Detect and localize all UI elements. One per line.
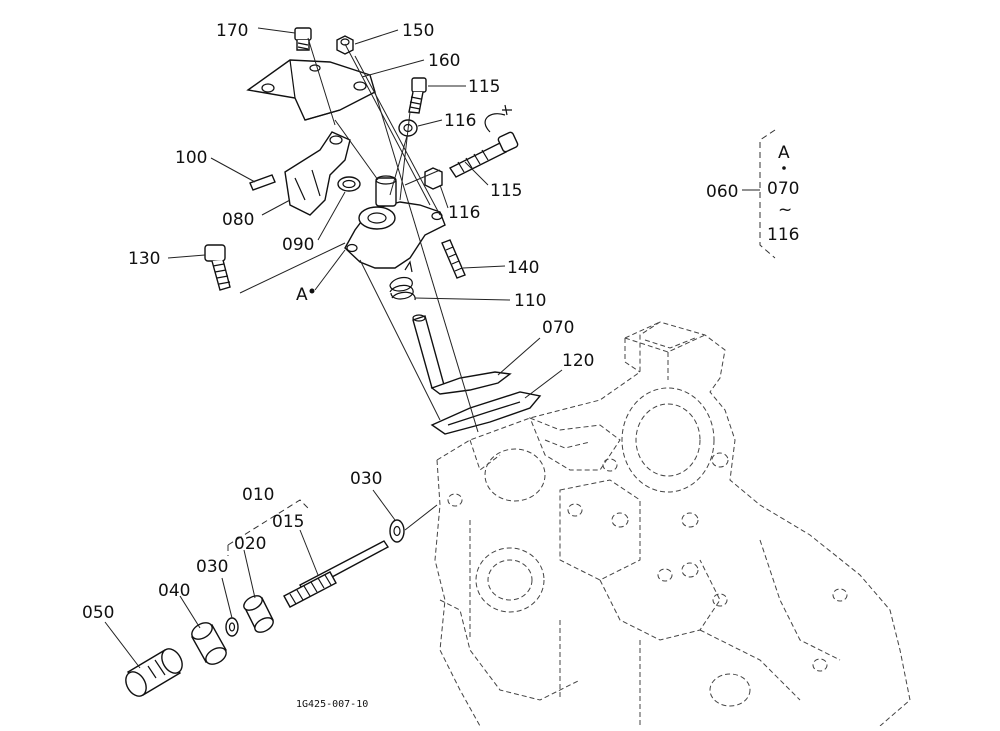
label-130: 130	[128, 249, 160, 269]
group-legend-060: A 070 ~ 116	[767, 143, 799, 245]
label-100: 100	[175, 148, 207, 168]
legend-116: 116	[767, 225, 799, 245]
label-140: 140	[507, 258, 539, 278]
label-115-upper: 115	[468, 77, 500, 97]
bolt-115-upper	[408, 77, 427, 114]
shaft-070	[412, 314, 512, 395]
label-110: 110	[514, 291, 546, 311]
legend-070: 070	[767, 179, 799, 199]
label-080: 080	[222, 210, 254, 230]
label-060: 060	[706, 182, 738, 202]
group-bracket-060	[759, 129, 776, 259]
label-050: 050	[82, 603, 114, 623]
label-170: 170	[216, 21, 248, 41]
part-number-labels: 170 150 160 115 116 115 116 100 080 090 …	[82, 21, 738, 623]
governor-housing	[344, 175, 446, 269]
sleeve-040	[191, 622, 227, 665]
label-020: 020	[234, 534, 266, 554]
point-a-dot	[309, 288, 315, 294]
label-070: 070	[542, 318, 574, 338]
clip-spring	[484, 104, 512, 133]
washer-030-left	[225, 617, 239, 637]
leader-lines	[104, 27, 760, 669]
label-a: A	[296, 285, 308, 305]
nut-116-lower	[424, 167, 443, 190]
collar-020	[243, 595, 274, 633]
label-116-lower: 116	[448, 203, 480, 223]
stud-140	[441, 239, 466, 279]
label-040: 040	[158, 581, 190, 601]
gear-case-housing	[434, 321, 911, 727]
assembly-guide-lines	[239, 37, 479, 531]
label-090: 090	[282, 235, 314, 255]
label-150: 150	[402, 21, 434, 41]
lever-080	[284, 131, 351, 216]
washer-030-right	[389, 519, 405, 543]
legend-a: A	[778, 143, 790, 163]
cap-050	[125, 648, 183, 697]
rod-015	[283, 540, 390, 608]
label-030-left: 030	[196, 557, 228, 577]
spring-110	[389, 260, 416, 301]
figure-code: 1G425-007-10	[296, 699, 368, 710]
label-120: 120	[562, 351, 594, 371]
label-160: 160	[428, 51, 460, 71]
gasket-120	[430, 391, 542, 435]
label-115-lower: 115	[490, 181, 522, 201]
label-010: 010	[242, 485, 274, 505]
bolt-115-long	[448, 131, 519, 178]
bolt-170	[294, 27, 312, 51]
label-015: 015	[272, 512, 304, 532]
label-030-right: 030	[350, 469, 382, 489]
group-bracket-010	[227, 499, 309, 556]
legend-dot	[782, 166, 786, 170]
bolt-130	[204, 244, 231, 291]
legend-tilde: ~	[778, 200, 792, 220]
pin-100	[249, 174, 276, 191]
bracket-160	[246, 59, 376, 121]
label-116-upper: 116	[444, 111, 476, 131]
o-ring-090	[337, 176, 361, 192]
